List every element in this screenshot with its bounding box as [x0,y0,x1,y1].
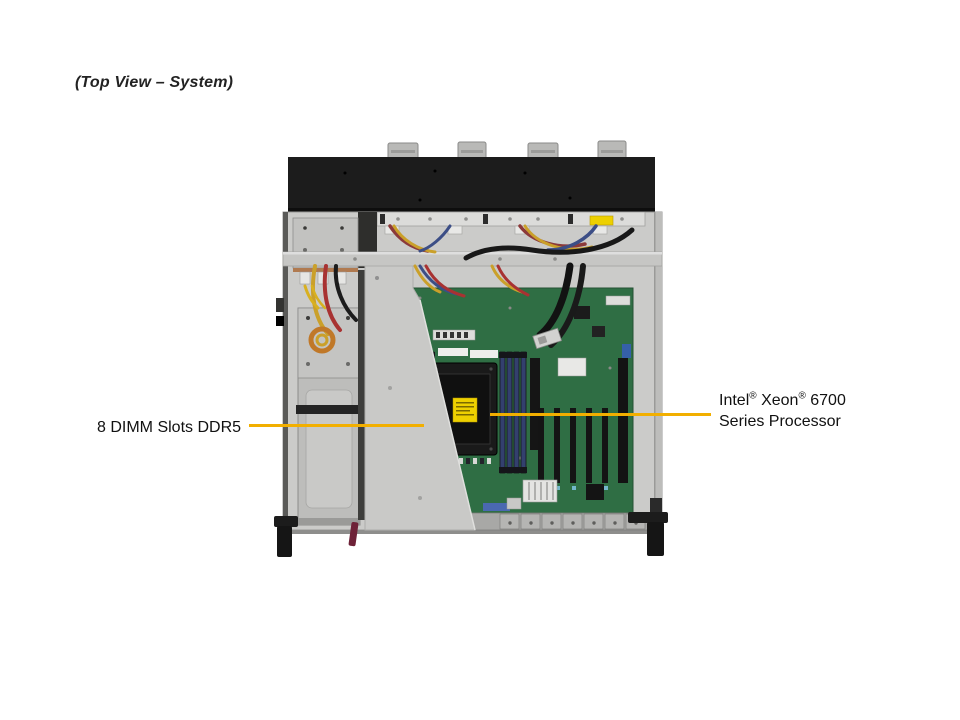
registered-mark-icon: ® [749,390,757,402]
dimm-callout-label: 8 DIMM Slots DDR5 [97,419,242,436]
slot-cover [604,513,625,530]
drive-handle-icon [387,142,419,160]
rack-foot-right [628,512,668,556]
pcie-slot [586,408,592,483]
registered-mark-icon: ® [798,390,806,402]
riser-slot [618,358,628,483]
drive-handle-icon [527,142,559,160]
screw [388,386,392,390]
riser-slot [530,358,540,450]
connector-blue [483,503,510,511]
psu [296,270,370,526]
chip [574,306,590,319]
server-top-view-illustration [274,140,668,557]
pcie-slot [538,408,544,483]
screw [396,217,400,221]
connector-blue [622,344,631,358]
processor-label-line2: Series Processor [719,413,841,430]
processor-leader-line [490,413,711,416]
screw [508,217,512,221]
connector-block [605,295,631,306]
slot-cover [520,513,541,530]
drive-handle-icon [597,140,627,160]
dimm-slots-right [499,351,527,474]
cooling-tubes [532,262,586,350]
drive-tray-handles [387,140,627,160]
psu-strap [296,405,362,414]
release-lever [348,521,359,547]
board-bottom-components [483,479,604,511]
figure-title: (Top View – System) [75,74,234,91]
slot-cover [499,513,520,530]
warning-sticker-icon [589,215,614,226]
pcie-slot [554,408,560,483]
screw [428,217,432,221]
screw [553,257,557,261]
air-shroud [364,265,476,531]
cable-coil [308,326,336,354]
slot-cover [583,513,604,530]
fan-rail [376,211,646,235]
slot-cover [541,513,562,530]
screw [498,257,502,261]
chassis-feet [274,512,668,557]
screw [620,217,624,221]
screw [464,217,468,221]
dimm-leader-line [249,424,424,427]
front-panel [288,157,655,212]
screw [536,217,540,221]
label-sticker [557,357,587,377]
screw [418,496,422,500]
processor-label-text: Xeon [756,392,799,409]
screw [353,257,357,261]
pcie-slot [602,408,608,483]
processor-label-text: Intel [719,392,750,409]
label-sticker [438,348,468,356]
chip [592,326,605,337]
drive-handle-icon [457,141,487,160]
chip [586,484,604,500]
slot-cover [562,513,583,530]
pcie-slot [570,408,576,483]
rack-foot-left [274,516,298,557]
processor-label-text: 6700 [805,392,846,409]
label-sticker [470,350,498,358]
screw [375,276,379,280]
left-side-connectors [276,298,284,326]
processor-callout-label: Intel® Xeon® 6700 Series Processor [719,390,846,432]
cable-bundles [303,224,635,354]
